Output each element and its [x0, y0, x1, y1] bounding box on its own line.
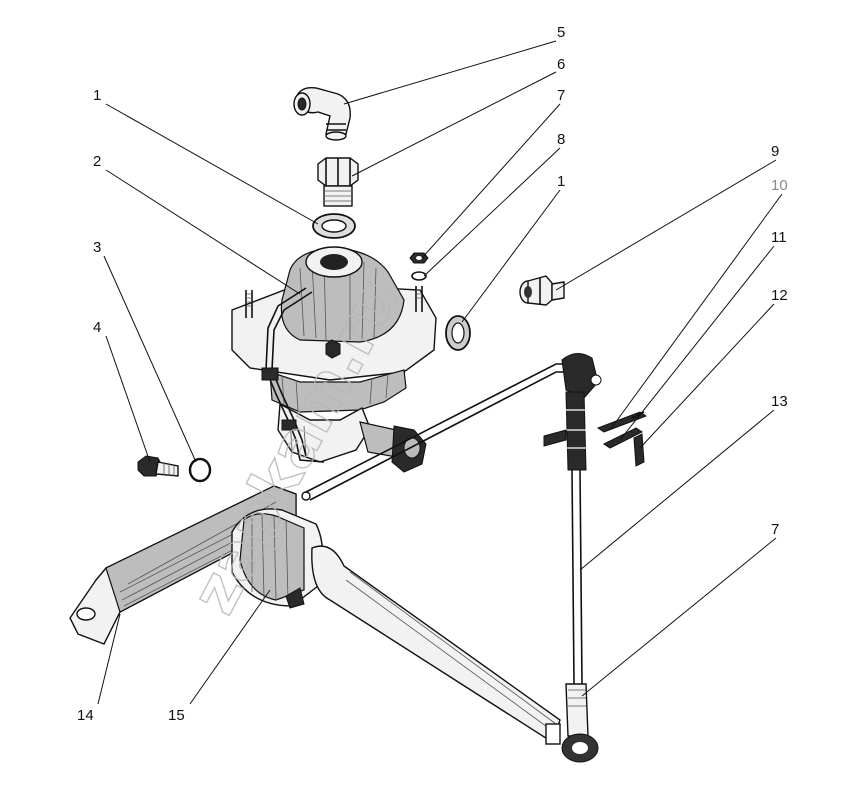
leader-lines [97, 40, 783, 705]
callout-10: 10 [771, 177, 788, 194]
part-lock-washer [188, 457, 212, 483]
part-torsion-lever [311, 545, 561, 745]
callout-labels: 5 6 1 7 8 2 9 10 1 3 11 12 4 13 7 14 15 [77, 24, 788, 724]
callout-7-top: 7 [557, 87, 565, 104]
callout-7-bottom: 7 [771, 521, 779, 538]
part-vertical-link [543, 353, 602, 763]
callout-2: 2 [93, 153, 101, 170]
callout-15: 15 [168, 707, 185, 724]
part-elbow-fitting [293, 87, 351, 141]
part-nut-small [409, 252, 429, 264]
part-hex-adapter [317, 157, 359, 207]
part-clip-small [596, 411, 648, 467]
part-spring-washer [411, 271, 427, 281]
part-bolt [137, 455, 179, 477]
callout-14: 14 [77, 707, 94, 724]
callout-4: 4 [93, 319, 101, 336]
callout-8: 8 [557, 131, 565, 148]
callout-13: 13 [771, 393, 788, 410]
callout-11: 11 [771, 229, 787, 246]
callout-6: 6 [557, 56, 565, 73]
part-sealing-washer-top [312, 213, 356, 239]
part-sealing-washer-right [445, 315, 471, 351]
callout-1-top: 1 [93, 87, 101, 104]
callout-5: 5 [557, 24, 565, 41]
part-union-fitting [519, 275, 565, 306]
callout-12: 12 [771, 287, 788, 304]
part-rubber-bushing [231, 508, 324, 609]
callout-1-right: 1 [557, 173, 565, 190]
part-valve-body [231, 246, 437, 473]
callout-3: 3 [93, 239, 101, 256]
callout-9: 9 [771, 143, 779, 160]
